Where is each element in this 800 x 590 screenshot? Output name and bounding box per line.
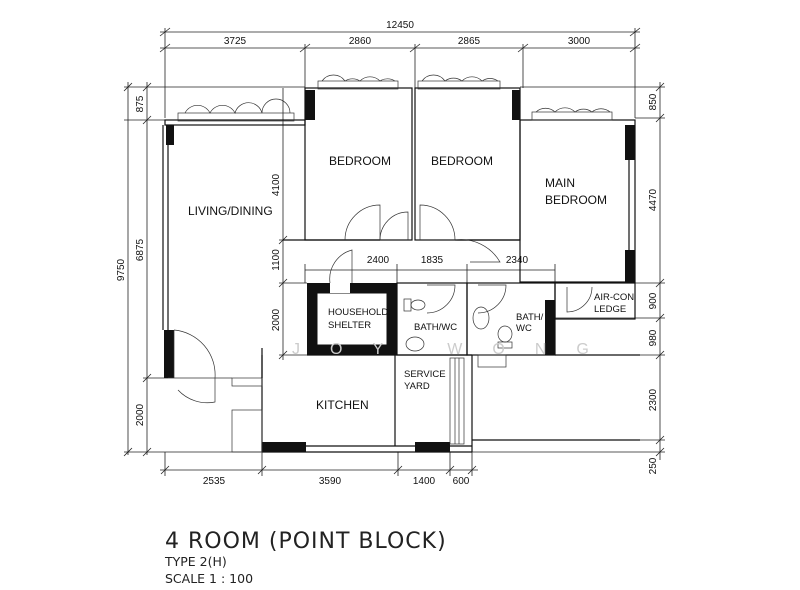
room-labels: BEDROOM BEDROOM MAIN BEDROOM LIVING/DINI… — [188, 154, 634, 412]
room-label-living-dining: LIVING/DINING — [188, 204, 273, 218]
watermark: JOY WONG — [292, 341, 619, 358]
dim-bottom: 1400 — [413, 476, 436, 487]
dim-right: 250 — [648, 457, 659, 474]
dim-overall-width: 12450 — [386, 20, 414, 31]
dim-left-overall: 9750 — [116, 258, 127, 281]
dim-top: 2860 — [349, 36, 372, 47]
dim-right: 2300 — [648, 388, 659, 411]
dim-right: 900 — [648, 292, 659, 309]
room-label-bedroom: BEDROOM — [431, 154, 493, 168]
room-label-service-yard: SERVICE — [404, 369, 446, 380]
door-swing-icon — [344, 204, 381, 241]
dim-inner: 1100 — [271, 249, 282, 271]
dim-bottom: 3590 — [319, 476, 342, 487]
room-label-bath-wc: BATH/WC — [414, 322, 457, 333]
dim-bottom: 600 — [453, 476, 470, 487]
room-label-aircon-ledge: AIR-CON — [594, 292, 634, 303]
dim-inner: 1835 — [421, 255, 444, 266]
doors — [173, 204, 513, 404]
walls — [162, 87, 640, 453]
plan-type: TYPE 2(H) — [164, 554, 227, 569]
room-label-main-bedroom: BEDROOM — [545, 193, 607, 207]
dim-right: 980 — [648, 329, 659, 346]
room-label-aircon-ledge: LEDGE — [594, 304, 626, 315]
dim-top: 2865 — [458, 36, 481, 47]
plan-scale: SCALE 1 : 100 — [165, 571, 253, 586]
room-label-bath-wc: WC — [516, 323, 532, 334]
dim-left: 6875 — [135, 238, 146, 261]
dim-inner: 2340 — [506, 255, 529, 266]
plan-title: 4 ROOM (POINT BLOCK) — [165, 529, 447, 554]
dim-top: 3725 — [224, 36, 247, 47]
dim-left: 2000 — [135, 403, 146, 426]
room-label-service-yard: YARD — [404, 381, 430, 392]
dim-right: 850 — [648, 93, 659, 110]
dim-left: 875 — [135, 95, 146, 112]
dimension-labels: 12450 3725 2860 2865 3000 2535 3590 1400… — [116, 20, 659, 487]
dim-inner: 2400 — [367, 255, 390, 266]
dim-bottom: 2535 — [203, 476, 226, 487]
dim-top: 3000 — [568, 36, 591, 47]
dim-inner: 4100 — [271, 173, 282, 196]
dim-inner: 2000 — [271, 308, 282, 331]
dim-right: 4470 — [648, 188, 659, 211]
dimension-lines — [123, 27, 665, 476]
room-label-kitchen: KITCHEN — [316, 398, 369, 412]
room-label-bedroom: BEDROOM — [329, 154, 391, 168]
windows — [177, 74, 613, 122]
room-label-household-shelter: SHELTER — [328, 320, 371, 331]
room-label-bath-wc: BATH/ — [516, 312, 544, 323]
room-label-main-bedroom: MAIN — [545, 176, 575, 190]
room-label-household-shelter: HOUSEHOLD — [328, 307, 388, 318]
